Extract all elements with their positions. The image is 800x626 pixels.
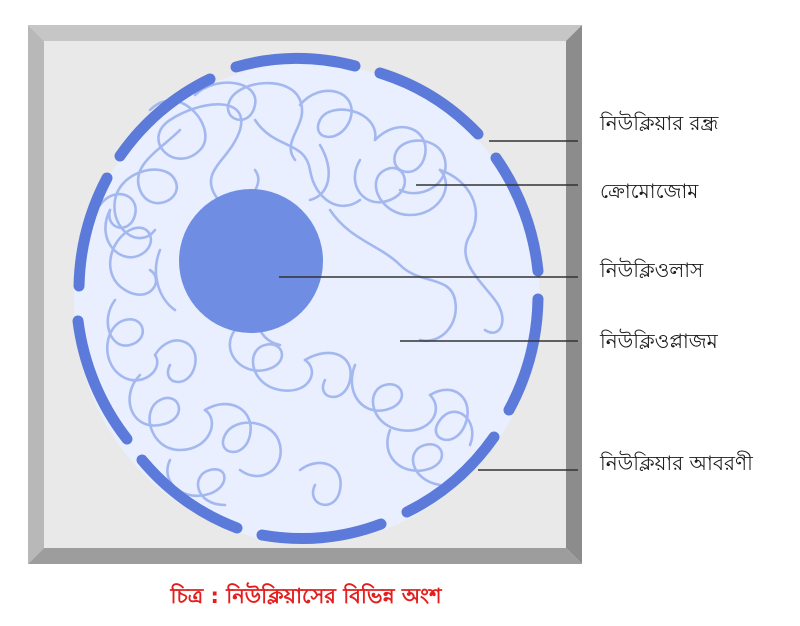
envelope-segment (73, 172, 113, 292)
label-chromosome: ক্রোমোজোম (600, 179, 699, 203)
frame-top-bevel (28, 25, 582, 41)
label-nuclear-envelope: নিউক্লিয়ার আবরণী (599, 451, 753, 475)
leader-lines (279, 140, 578, 471)
envelope-segment (230, 52, 361, 73)
envelope-segment (401, 431, 500, 518)
envelope-segment (114, 73, 216, 162)
envelope-segment (256, 518, 387, 545)
envelope-segment (136, 454, 243, 534)
label-nucleolus: নিউক্লিওলাস (599, 258, 704, 282)
frame-right-bevel (566, 25, 582, 564)
envelope-segment (374, 67, 484, 140)
figure-caption: চিত্র : নিউক্লিয়াসের বিভিন্ন অংশ (169, 582, 443, 608)
nucleolus (179, 189, 323, 333)
envelope-segment (490, 152, 544, 277)
labels: নিউক্লিয়ার রন্ধ্র ক্রোমোজোম নিউক্লিওলাস… (599, 111, 753, 475)
envelope-segment (503, 293, 544, 416)
nuclear-envelope (72, 52, 544, 545)
label-nuclear-pore: নিউক্লিয়ার রন্ধ্র (599, 111, 720, 135)
frame-left-bevel (28, 25, 44, 564)
frame-bottom-bevel (28, 548, 582, 564)
label-nucleoplasm: নিউক্লিওপ্লাজম (599, 329, 719, 353)
envelope-segment (72, 315, 133, 445)
